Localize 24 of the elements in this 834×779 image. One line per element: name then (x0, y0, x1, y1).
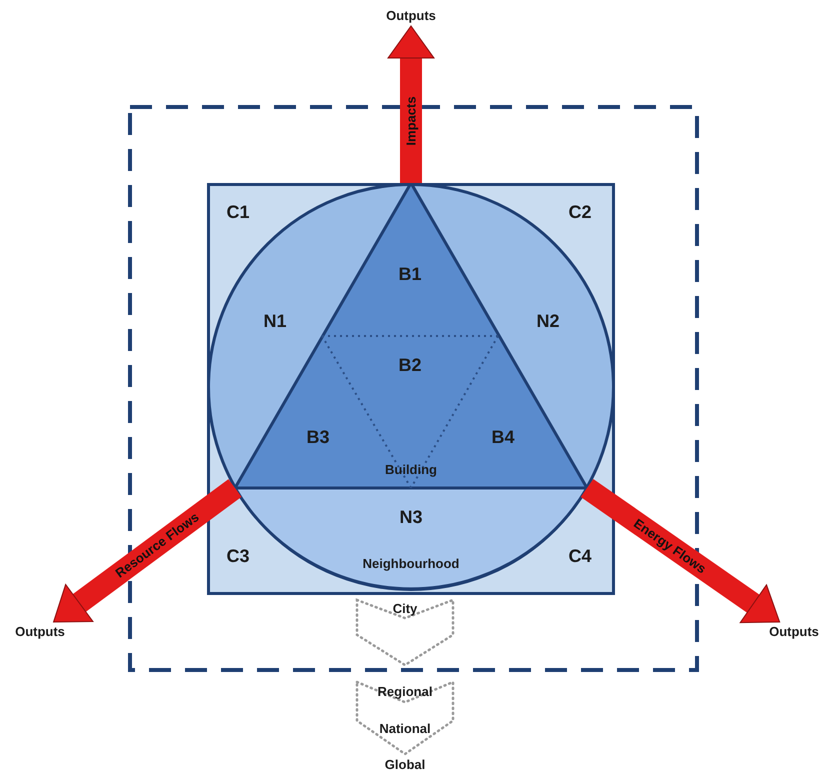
zone-code: B4 (492, 428, 514, 448)
flow-arrow (53, 479, 242, 622)
scale-label: City (392, 602, 418, 616)
zone-code: B3 (306, 428, 330, 448)
zone-code: B1 (398, 265, 422, 285)
zone-code: N1 (264, 312, 286, 332)
zone-code: C3 (226, 547, 250, 567)
scale-label: Outputs (15, 624, 65, 640)
scale-label: National (379, 722, 431, 736)
scale-label: Neighbourhood (362, 556, 460, 572)
zone-code: N3 (400, 508, 422, 528)
zone-code: C1 (226, 203, 250, 223)
zone-code: C2 (568, 203, 592, 223)
zone-code: N2 (536, 312, 560, 332)
scale-label: Outputs (769, 624, 819, 640)
zone-code: B2 (398, 356, 422, 376)
flow-arrow (580, 478, 780, 624)
edge-label: Impacts (404, 96, 418, 146)
scale-label: Global (384, 758, 426, 772)
scale-label: Building (385, 462, 437, 478)
zone-code: C4 (568, 547, 592, 567)
scale-label: Regional (378, 684, 432, 700)
flow-arrow (388, 26, 434, 183)
scale-label: Outputs (386, 8, 436, 24)
